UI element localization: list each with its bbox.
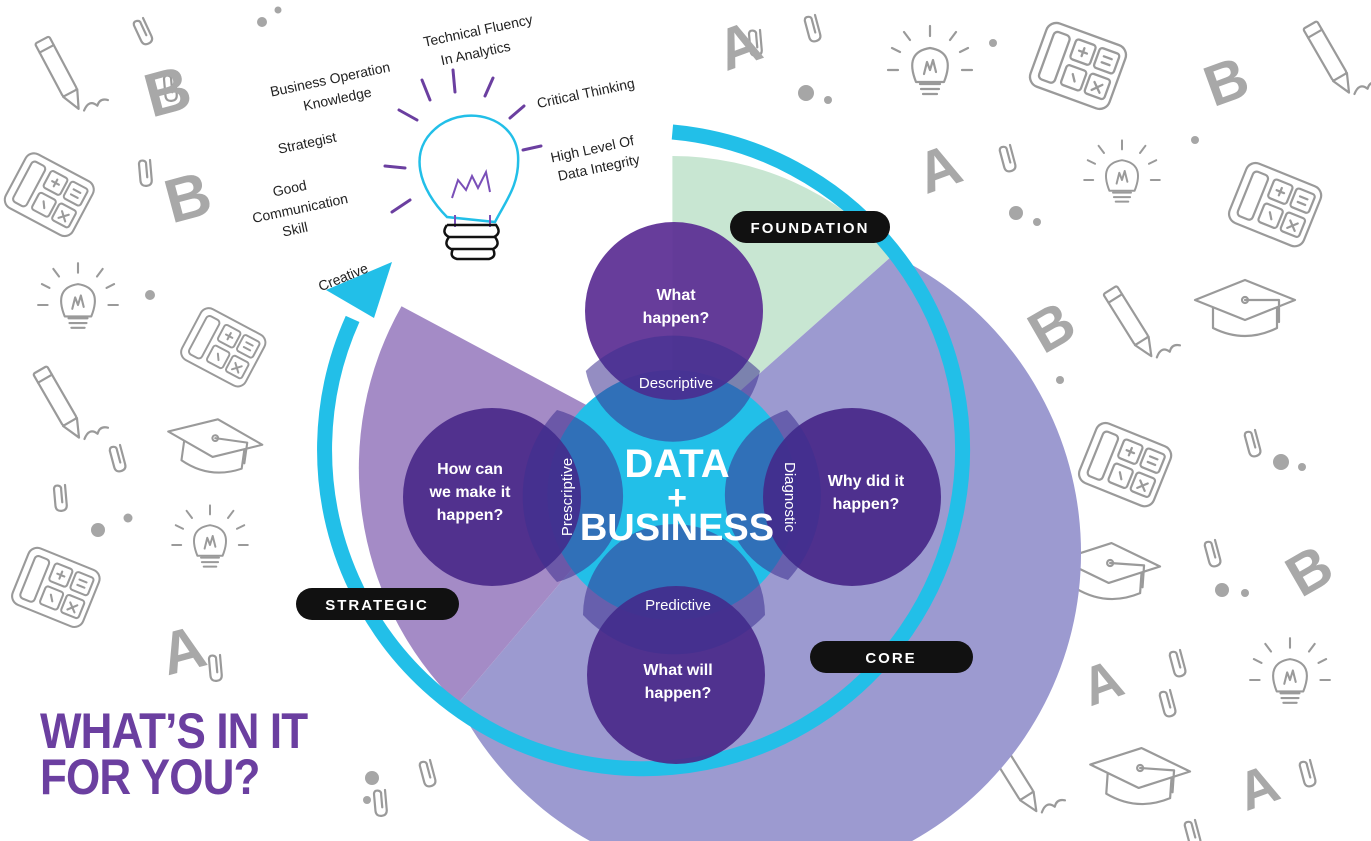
cycle-arrow-ring xyxy=(317,124,971,777)
strategic-pill-bg xyxy=(296,588,459,620)
page-title-line1: WHAT’S IN IT xyxy=(40,703,308,759)
paperclip-icon xyxy=(1196,535,1230,570)
paperclip-icon xyxy=(1151,685,1185,720)
diagnostic-question-line2: happen? xyxy=(833,496,900,513)
letter-a-doodle: A xyxy=(908,131,970,206)
graduation-cap-icon xyxy=(1086,743,1193,809)
paperclip-icon xyxy=(411,755,445,790)
dot-decoration xyxy=(1056,376,1064,384)
strategic-pill-label: STRATEGIC xyxy=(325,597,429,614)
paperclip-icon xyxy=(991,140,1025,175)
predictive-overlap xyxy=(583,524,765,655)
calculator-icon xyxy=(176,304,270,391)
center-line-business: BUSINESS xyxy=(580,507,774,549)
letter-b-doodle: B xyxy=(137,53,198,131)
letter-a-doodle: A xyxy=(153,612,212,688)
letter-a-doodle: A xyxy=(1074,648,1131,718)
center-line-data: DATA xyxy=(624,442,729,486)
prescriptive-question-line2: we make it xyxy=(429,484,512,501)
lightbulb-icon xyxy=(1083,139,1161,203)
calculator-icon xyxy=(8,543,104,631)
letter-b-doodle: B xyxy=(1017,289,1086,366)
calculator-icon xyxy=(0,148,99,241)
paperclip-icon xyxy=(1291,755,1325,790)
dot-decoration xyxy=(1215,583,1229,597)
pencil-icon xyxy=(1102,273,1182,367)
foundation-pill-label: FOUNDATION xyxy=(751,220,870,237)
dot-decoration xyxy=(798,85,814,101)
predictive-question-line2: happen? xyxy=(645,685,712,702)
cycle-arrowhead-icon xyxy=(326,262,392,318)
dot-decoration xyxy=(123,513,133,523)
lightbulb-icon xyxy=(886,24,974,96)
calculator-icon xyxy=(1025,18,1131,114)
letter-b-doodle: B xyxy=(158,159,219,237)
descriptive-question-line1: What xyxy=(656,287,696,304)
core-pill-bg xyxy=(810,641,973,673)
strategic-pill: STRATEGIC xyxy=(296,588,459,620)
prescriptive-label: Prescriptive xyxy=(559,458,576,536)
dot-decoration xyxy=(145,290,155,300)
graduation-cap-icon xyxy=(1193,278,1297,338)
calculator-icon xyxy=(1224,158,1326,251)
letter-a-doodle: A xyxy=(1230,753,1287,823)
descriptive-label: Descriptive xyxy=(639,375,713,392)
paperclip-icon xyxy=(796,10,830,45)
page-title-line2: FOR YOU? xyxy=(40,749,260,805)
dot-decoration xyxy=(824,96,832,104)
center-line-plus: + xyxy=(667,479,687,517)
center-label: DATA + BUSINESS xyxy=(580,442,774,549)
dot-decoration xyxy=(989,39,997,47)
foundation-pill-bg xyxy=(730,211,890,243)
dot-decoration xyxy=(91,523,105,537)
paperclip-icon xyxy=(1161,645,1195,680)
dot-decoration xyxy=(274,6,282,14)
foundation-pill: FOUNDATION xyxy=(730,211,890,243)
pencil-icon xyxy=(33,24,110,120)
skills-lightbulb-icon xyxy=(383,68,543,261)
lightbulb-icon xyxy=(37,262,119,329)
dot-decoration xyxy=(1033,218,1041,226)
paperclip-icon xyxy=(127,14,160,48)
lightbulb-icon xyxy=(171,504,249,568)
pencil-icon xyxy=(31,353,110,448)
descriptive-overlap xyxy=(585,335,760,442)
prescriptive-question-line1: How can xyxy=(437,461,503,478)
letter-b-doodle: B xyxy=(1196,44,1258,119)
core-pill: CORE xyxy=(810,641,973,673)
pencil-icon xyxy=(1301,8,1371,103)
dot-decoration xyxy=(1273,454,1289,470)
dot-decoration xyxy=(1191,136,1199,144)
page-title: WHAT’S IN IT FOR YOU? xyxy=(40,703,308,805)
dot-decoration xyxy=(363,796,371,804)
skill-critical-thinking: Critical Thinking xyxy=(535,75,635,111)
dot-decoration xyxy=(1241,589,1249,597)
paperclip-icon xyxy=(1176,815,1210,841)
diagnostic-label: Diagnostic xyxy=(781,462,798,533)
letter-a-doodle: A xyxy=(708,8,770,83)
paperclip-icon xyxy=(101,440,135,475)
predictive-label: Predictive xyxy=(645,597,711,614)
skill-communication-line1: Good xyxy=(271,177,308,200)
dot-decoration xyxy=(257,17,267,27)
skill-strategist: Strategist xyxy=(276,129,337,157)
prescriptive-overlap xyxy=(522,410,624,582)
descriptive-question-line2: happen? xyxy=(643,310,710,327)
dot-decoration xyxy=(365,771,379,785)
letter-b-doodle: B xyxy=(1275,532,1344,609)
predictive-question-line1: What will xyxy=(643,662,712,679)
graduation-cap-icon xyxy=(162,411,266,480)
dot-decoration xyxy=(1298,463,1306,471)
diagnostic-question-line1: Why did it xyxy=(828,473,905,490)
calculator-icon xyxy=(1074,418,1176,511)
prescriptive-question-line3: happen? xyxy=(437,507,504,524)
dot-decoration xyxy=(1009,206,1023,220)
paperclip-icon xyxy=(43,479,79,515)
paperclip-icon xyxy=(1236,425,1270,460)
skill-communication-line3: Skill xyxy=(281,219,309,240)
lightbulb-icon xyxy=(1249,637,1331,704)
core-pill-label: CORE xyxy=(865,650,916,667)
diagnostic-overlap xyxy=(724,410,821,580)
